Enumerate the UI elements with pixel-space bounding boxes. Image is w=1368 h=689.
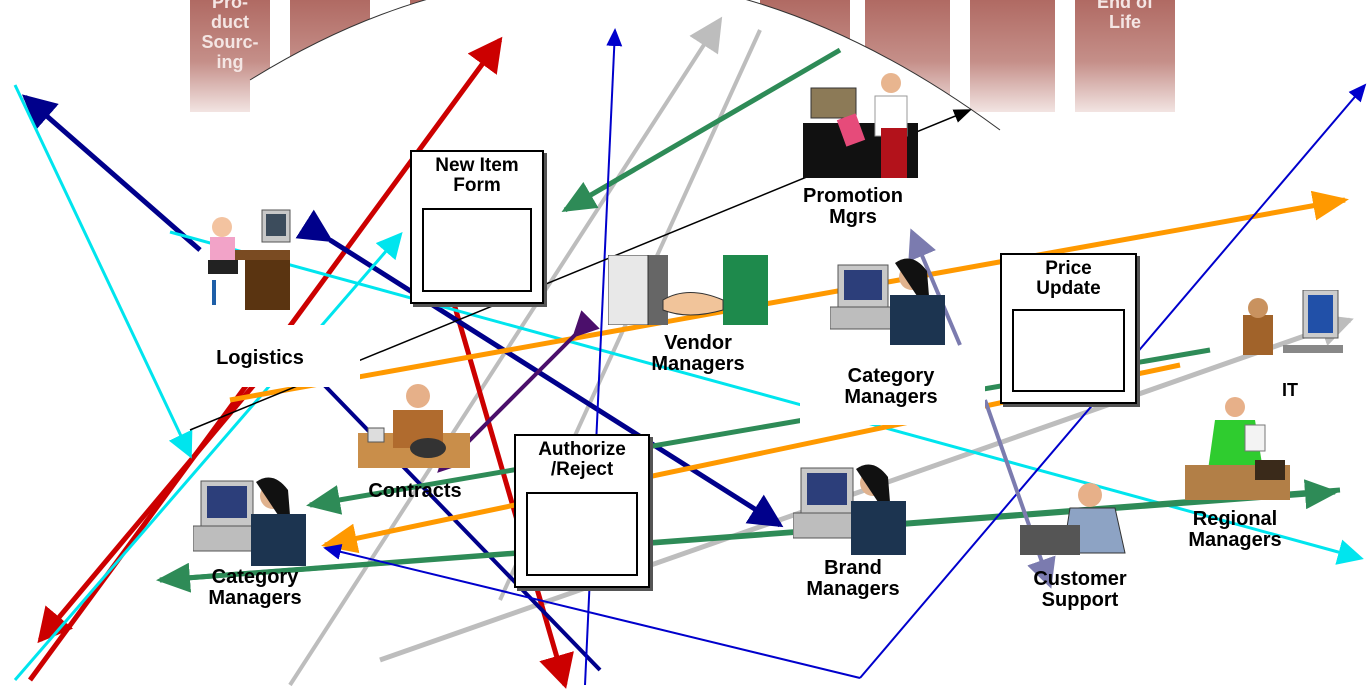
authorize-reject-form-title: Authorize /Reject <box>538 439 626 480</box>
vendor-managers-label: Vendor Managers <box>651 332 745 375</box>
regional-managers-label: Regional Managers <box>1188 508 1282 551</box>
category-managers-left-label: Category Managers <box>208 566 302 609</box>
it-label: IT <box>1282 380 1298 400</box>
new-item-form-field <box>422 208 532 292</box>
logistics-person-icon <box>208 209 291 310</box>
authorize-reject-form-field <box>526 492 638 576</box>
authorize-reject-form[interactable]: Authorize /Reject <box>514 434 650 588</box>
price-update-form[interactable]: Price Update <box>1000 253 1137 404</box>
price-update-form-field <box>1012 309 1125 392</box>
logistics-bg <box>180 325 360 387</box>
handshake-icon <box>608 255 768 325</box>
price-update-form-title: Price Update <box>1036 258 1101 299</box>
category-top-person-icon <box>830 258 945 345</box>
contracts-phone-icon <box>358 384 470 468</box>
brand-managers-label: Brand Managers <box>806 557 900 600</box>
category-top-bg <box>800 355 985 425</box>
new-item-form[interactable]: New Item Form <box>410 150 544 304</box>
customer-support-person-icon <box>1020 483 1126 555</box>
customer-support-label: Customer Support <box>1033 568 1127 611</box>
regional-person-icon <box>1185 397 1290 500</box>
contracts-label: Contracts <box>368 480 462 502</box>
brand-person-icon <box>793 464 906 555</box>
header-tab <box>970 0 1055 112</box>
new-item-form-title: New Item Form <box>435 155 519 196</box>
header-tab-sourcing: Pro- duct Sourc- ing <box>190 0 270 112</box>
category-left-person-icon <box>193 477 306 566</box>
it-person-icon <box>1243 290 1343 355</box>
category-managers-top-label: Category Managers <box>844 365 938 408</box>
header-tab-end-of-life: End of Life <box>1075 0 1175 112</box>
logistics-label: Logistics <box>216 347 304 369</box>
promotion-mgrs-label: Promotion Mgrs <box>803 185 903 228</box>
promotion-cashier-icon <box>803 73 918 178</box>
